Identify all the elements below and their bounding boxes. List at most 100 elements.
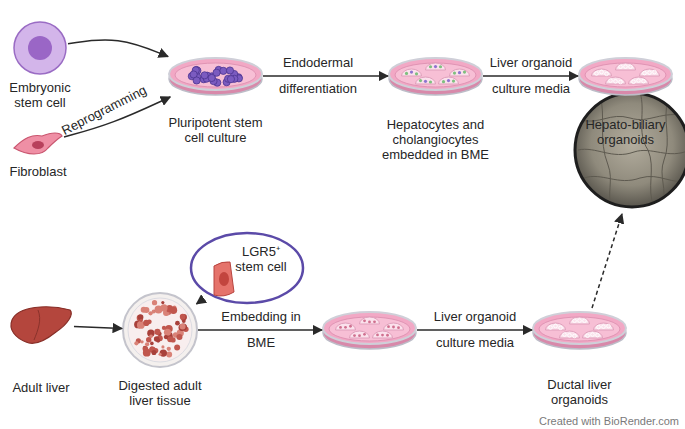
flow-arrow — [198, 329, 322, 331]
tissue-fragment — [161, 301, 164, 304]
organoid-ring — [597, 325, 601, 329]
organoid-ring — [619, 65, 623, 69]
organoid-ring — [602, 325, 606, 329]
digest-dish-inner — [128, 298, 192, 362]
organoid-ring — [549, 326, 553, 330]
stem-cell-colony — [226, 67, 233, 74]
stem-cell-colony — [208, 74, 215, 81]
flow-arrow — [263, 75, 388, 77]
organoid-ring — [578, 319, 582, 323]
tissue-fragment — [174, 345, 180, 351]
cell-dot — [368, 321, 371, 324]
bme-dome — [360, 317, 380, 324]
organoid-ring — [573, 319, 577, 323]
node-shape — [122, 292, 198, 368]
cell-dot — [453, 71, 456, 74]
tissue-fragment — [154, 336, 160, 342]
cell-dot — [353, 334, 356, 337]
tissue-fragment — [176, 334, 182, 340]
tissue-fragment — [167, 347, 171, 351]
stem-cell-colony — [227, 76, 234, 83]
organoid-ring — [653, 70, 657, 74]
edge-label: Liver organoid culture media — [481, 50, 581, 102]
cell-dot — [344, 326, 347, 329]
tissue-fragment — [143, 346, 149, 352]
liver-icon: Adult liver — [8, 302, 74, 348]
cell-body — [14, 133, 62, 154]
bme-dome — [570, 317, 590, 324]
tissue-fragment — [175, 321, 180, 326]
tissue-fragment — [140, 319, 143, 322]
dish-medium — [585, 63, 666, 87]
bme-dome — [350, 331, 370, 338]
cell-dot — [458, 71, 461, 74]
bme-dome — [629, 77, 649, 84]
photo-disc — [575, 93, 685, 207]
organoid-ring — [563, 333, 567, 337]
edge-label: Reprogramming — [59, 82, 149, 138]
tissue-fragment — [143, 307, 149, 313]
texture-line — [662, 100, 668, 205]
cell-dot — [442, 80, 445, 83]
petri-dish: Pluripotent stem cell culture — [168, 55, 263, 97]
organoid-ring — [642, 79, 646, 83]
organoid-ring — [632, 80, 636, 84]
bme-dome — [336, 323, 356, 330]
tissue-fragment — [178, 324, 185, 331]
cell-dot — [386, 334, 389, 337]
tissue-fragment — [170, 306, 178, 314]
texture-line — [640, 92, 654, 208]
tissue-fragment — [150, 342, 154, 346]
tissue-fragment — [180, 323, 186, 329]
organoid-ring — [605, 72, 609, 76]
tissue-fragment — [152, 300, 157, 305]
bme-dome — [384, 323, 404, 330]
cell-dot — [410, 70, 413, 73]
tissue-fragment — [164, 335, 168, 339]
digest-dish — [123, 293, 197, 367]
tissue-fragment — [156, 338, 160, 342]
dish-rim — [533, 312, 626, 344]
photo-rim — [575, 93, 685, 207]
stem-cell-callout: LGR5⁺ stem cell — [190, 232, 304, 304]
cell-dot — [387, 325, 390, 328]
organoid-ring — [591, 333, 595, 337]
node-shape — [532, 309, 627, 351]
flow-arrow — [74, 326, 122, 328]
dish-medium — [395, 63, 476, 87]
organoid-ring — [624, 65, 628, 69]
organoid-ring — [609, 79, 613, 83]
organoid-ring — [648, 71, 652, 75]
flow-arrow — [68, 40, 168, 57]
node-label: LGR5⁺ stem cell — [230, 244, 292, 274]
stem-cell-colony — [193, 77, 200, 84]
stem-cell-body — [214, 262, 234, 296]
stem-cell-colony — [220, 67, 227, 74]
node-shape — [388, 55, 483, 97]
bme-dome — [592, 69, 612, 76]
node-label: Ductal liver organoids — [532, 377, 628, 407]
node-shape — [12, 20, 68, 76]
fibroblast-icon: Fibroblast — [12, 130, 64, 158]
cell-dot — [415, 72, 418, 75]
organoid-ring — [614, 80, 618, 84]
dish-rim — [389, 58, 482, 90]
dashed-arrow — [196, 303, 198, 304]
photo-pointer-arrow — [592, 214, 622, 308]
liver-lobe-line — [34, 310, 40, 340]
cell-nucleus — [32, 141, 44, 149]
tissue-fragment — [146, 337, 151, 342]
texture-line — [584, 176, 685, 181]
node-label: Fibroblast — [0, 164, 83, 179]
flow-arrow — [417, 329, 532, 331]
tissue-fragment — [137, 315, 144, 322]
petri-dish: Hepato-biliary organoids — [578, 55, 673, 97]
dish-rim — [169, 58, 262, 90]
node-label: Adult liver — [0, 380, 86, 395]
cell-dot — [429, 65, 432, 68]
bme-dome — [594, 323, 614, 330]
petri-dish: Hepatocytes and cholangiocytes embedded … — [388, 55, 483, 97]
cell-dot — [463, 71, 466, 74]
microscope-photo — [575, 92, 685, 210]
